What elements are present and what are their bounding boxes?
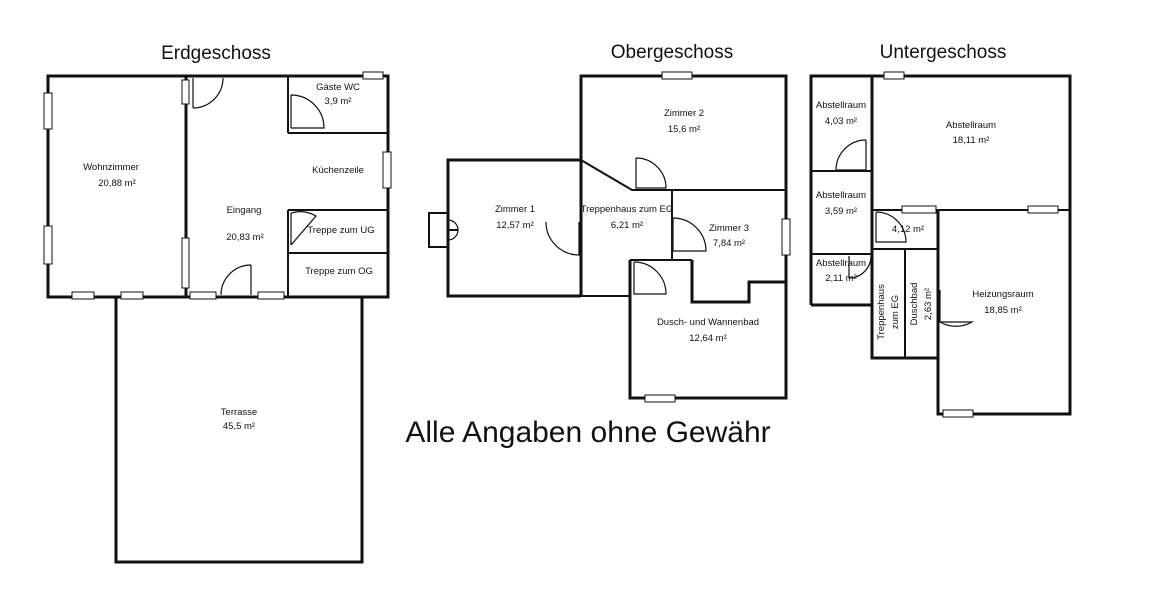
- room-name-heizungsraum: Heizungsraum: [972, 289, 1033, 300]
- window: [661, 71, 693, 80]
- window: [1027, 205, 1059, 214]
- room-name-treppe-ug: Treppe zum UG: [307, 225, 374, 236]
- window: [781, 218, 791, 256]
- window: [362, 71, 384, 80]
- room-name-gaeste-wc: Gäste WC: [316, 82, 360, 93]
- floor-title-obergeschoss: Obergeschoss: [611, 42, 734, 63]
- window: [257, 291, 285, 300]
- room-name-abstell1: Abstellraum: [816, 100, 866, 111]
- floor-title-untergeschoss: Untergeschoss: [880, 42, 1007, 63]
- og-bay: [428, 212, 449, 248]
- room-area-duschbad: 2,63 m²: [923, 288, 934, 320]
- room-name-zimmer2: Zimmer 2: [664, 108, 704, 119]
- window: [43, 92, 53, 130]
- window: [883, 71, 905, 80]
- door-swing: [672, 217, 707, 252]
- room-name-zimmer3: Zimmer 3: [709, 223, 749, 234]
- window: [181, 79, 190, 105]
- room-area-zimmer1: 12,57 m²: [496, 220, 534, 231]
- room-name-terrasse: Terrasse: [221, 407, 257, 418]
- og-wall-zimmer2-bottom: [580, 159, 786, 191]
- room-area-eingang: 20,83 m²: [226, 232, 264, 243]
- window: [382, 151, 392, 189]
- room-area-terrasse: 45,5 m²: [223, 421, 255, 432]
- room-name-bad: Dusch- und Wannenbad: [657, 317, 759, 328]
- window: [120, 291, 144, 300]
- room-name-duschbad: Duschbad: [909, 283, 920, 326]
- window: [43, 225, 53, 265]
- room-area-abstell2: 3,59 m²: [825, 206, 857, 217]
- room-name-eingang: Eingang: [227, 205, 262, 216]
- room-name-treppenhaus: Treppenhaus zum EG: [581, 204, 674, 215]
- room-name-zimmer1: Zimmer 1: [495, 204, 535, 215]
- room-name-abstell3: Abstellraum: [816, 258, 866, 269]
- room-name-abstell2: Abstellraum: [816, 190, 866, 201]
- room-area-abstell3: 2,11 m²: [825, 273, 857, 284]
- room-area-flur: 4,12 m²: [892, 224, 924, 235]
- door-swing: [192, 77, 224, 109]
- room-area-wohnzimmer: 20,88 m²: [98, 178, 136, 189]
- window: [942, 409, 974, 418]
- room-area-gaeste-wc: 3,9 m²: [325, 96, 352, 107]
- door-swing: [939, 290, 975, 327]
- door-swing: [290, 94, 325, 129]
- door-swing: [220, 264, 252, 296]
- door-swing: [545, 221, 580, 256]
- room-area-abstell-gross: 18,11 m²: [953, 135, 990, 146]
- door-swing: [633, 261, 667, 295]
- room-name-wohnzimmer: Wohnzimmer: [83, 162, 139, 173]
- terrace-outline: [114, 297, 364, 564]
- room-area-heizungsraum: 18,85 m²: [984, 305, 1022, 316]
- door-swing: [635, 157, 667, 189]
- room-name-treppenhaus-ug-1: Treppenhaus: [876, 284, 887, 340]
- floor-erdgeschoss: Erdgeschoss Gäste WC 3,9 m² Wohnzimmer 2: [43, 43, 392, 564]
- room-area-zimmer3: 7,84 m²: [713, 238, 745, 249]
- room-area-bad: 12,64 m²: [689, 333, 727, 344]
- window: [71, 291, 95, 300]
- floor-title-erdgeschoss: Erdgeschoss: [161, 43, 271, 64]
- floor-untergeschoss: Untergeschoss Abstellraum 4,03 m² Abstel…: [809, 42, 1072, 418]
- room-area-zimmer2: 15,6 m²: [668, 124, 700, 135]
- room-name-treppe-og: Treppe zum OG: [305, 266, 373, 277]
- door-swing: [875, 211, 907, 243]
- window: [644, 394, 676, 403]
- room-area-abstell1: 4,03 m²: [825, 116, 857, 127]
- og-bath-wall: [628, 260, 788, 400]
- disclaimer-text: Alle Angaben ohne Gewähr: [405, 416, 770, 449]
- door-swing: [848, 255, 872, 279]
- door-swing: [290, 211, 317, 246]
- room-name-treppenhaus-ug-2: zum EG: [890, 295, 901, 329]
- room-name-abstell-gross: Abstellraum: [946, 120, 996, 131]
- window: [181, 237, 190, 289]
- window: [189, 291, 217, 300]
- room-area-treppenhaus: 6,21 m²: [611, 220, 643, 231]
- floor-obergeschoss: Obergeschoss Zimmer 2 15,6 m² Zimmer 1 1…: [428, 42, 791, 403]
- window: [901, 205, 937, 214]
- door-swing: [835, 139, 867, 171]
- og-zimmer3-wall: [690, 190, 788, 304]
- room-name-kuechenzeile: Küchenzeile: [312, 165, 364, 176]
